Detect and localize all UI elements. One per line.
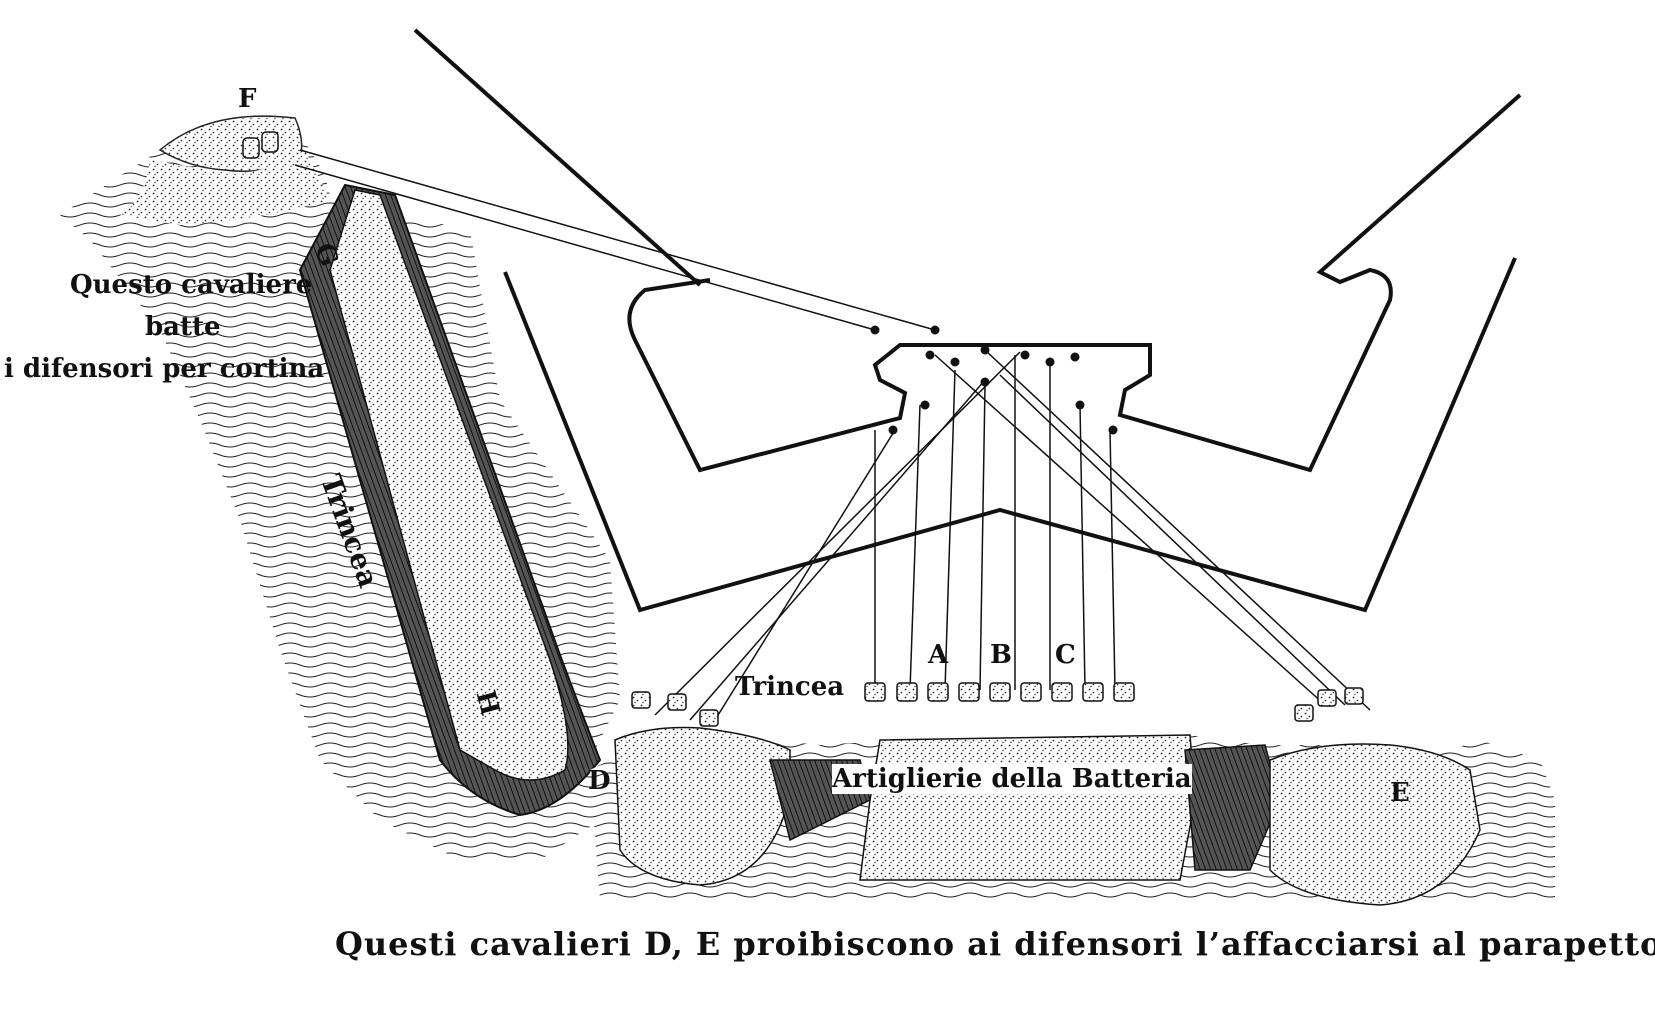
label-cavaliere-line1: Questo cavaliere xyxy=(70,270,313,300)
cavaliere-F-guns xyxy=(242,131,279,159)
caption: Questi cavalieri D, E proibiscono ai dif… xyxy=(335,925,1655,963)
fortress-outline xyxy=(413,28,1522,613)
aiming-dots xyxy=(870,325,1118,435)
label-C: C xyxy=(1055,640,1076,670)
label-cavaliere-line3: i difensori per cortina xyxy=(4,354,325,384)
label-trincea-lower: Trincea xyxy=(735,672,845,702)
label-cavaliere-line2: batte xyxy=(145,312,221,342)
cavaliere-E-guns xyxy=(1294,687,1364,722)
label-E: E xyxy=(1390,778,1410,808)
battery-fire-lines xyxy=(654,349,1371,721)
trench-diagonal xyxy=(298,183,602,817)
label-D: D xyxy=(588,766,611,796)
ground-bottom xyxy=(590,726,1555,906)
cavaliere-D-guns xyxy=(631,691,719,727)
label-artiglierie: Artiglierie della Batteria xyxy=(832,764,1192,794)
label-A: A xyxy=(928,640,949,670)
label-B: B xyxy=(990,640,1012,670)
battery-guns xyxy=(864,682,1135,702)
label-F: F xyxy=(238,84,257,114)
fire-lines-F xyxy=(294,149,936,331)
